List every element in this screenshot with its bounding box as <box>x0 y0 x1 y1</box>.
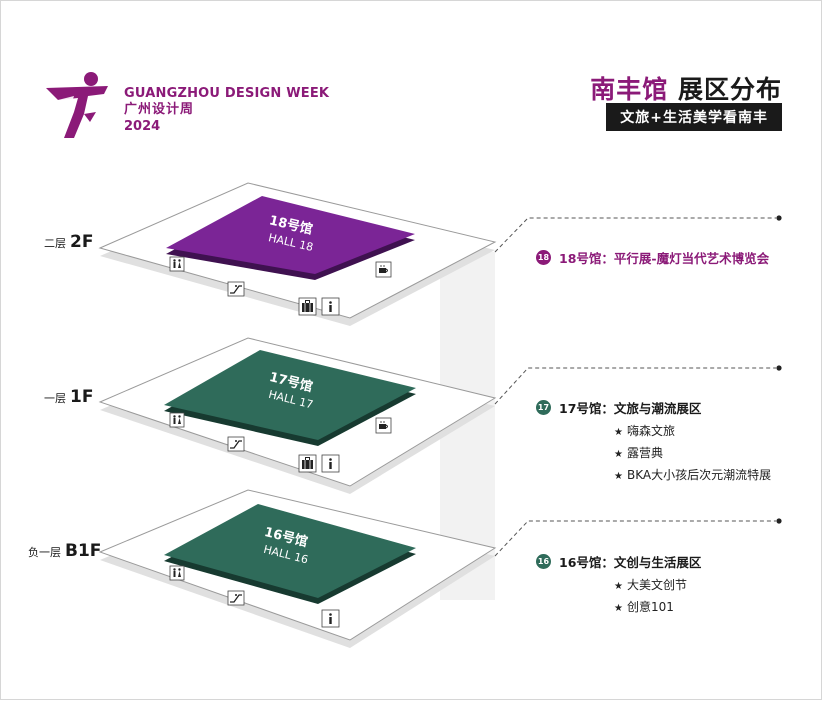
hall-16-info: 16 16号馆：文创与生活展区 ★大美文创节 ★创意101 <box>536 552 701 615</box>
floor-label-cn: 负一层 <box>28 546 61 559</box>
hall-title: 16号馆：文创与生活展区 <box>559 555 702 570</box>
leader-lines <box>494 217 776 557</box>
leader-dot <box>776 215 782 221</box>
list-item: ★露营典 <box>614 446 663 460</box>
floor-label-code: 1F <box>70 387 94 407</box>
list-item: ★创意101 <box>614 600 674 614</box>
logo-name-en: GUANGZHOU DESIGN WEEK <box>124 86 330 101</box>
hall-title: 18号馆：平行展-魔灯当代艺术博览会 <box>559 251 770 266</box>
hall-badge: 17 <box>536 400 551 415</box>
hall-17-info: 17 17号馆：文旅与潮流展区 ★嗨森文旅 ★露营典 ★BKA大小孩后次元潮流特… <box>536 398 771 483</box>
logo-year: 2024 <box>124 118 161 134</box>
info-icon <box>321 297 340 316</box>
list-item-label: 大美文创节 <box>626 578 687 592</box>
floor-label-cn: 二层 <box>44 237 66 250</box>
list-item: ★BKA大小孩后次元潮流特展 <box>614 468 772 482</box>
escalator-icon <box>227 436 245 452</box>
escalator-icon <box>227 281 245 297</box>
core-shaft <box>440 252 495 600</box>
gdw-logo-mark <box>46 72 108 138</box>
restroom-icon <box>169 256 185 272</box>
leader-dot <box>776 365 782 371</box>
hall-badge: 16 <box>536 554 551 569</box>
floor-label-code: 2F <box>70 232 94 252</box>
luggage-icon <box>298 297 317 316</box>
list-item: ★嗨森文旅 <box>614 424 675 438</box>
escalator-icon <box>227 590 245 606</box>
floor-label-2f: 二层 2F <box>44 232 93 252</box>
page-subtitle: 文旅+生活美学看南丰 <box>606 103 782 131</box>
floor-label-1f: 一层 1F <box>44 387 93 407</box>
list-item: ★大美文创节 <box>614 578 687 592</box>
hall-16-area[interactable] <box>164 504 416 598</box>
info-icon <box>321 454 340 473</box>
page-title: 南丰馆 展区分布 <box>590 70 782 106</box>
info-icon <box>321 609 340 628</box>
hall-17-area[interactable] <box>164 350 416 440</box>
list-item-label: 露营典 <box>626 446 663 460</box>
list-item-label: 嗨森文旅 <box>626 424 675 438</box>
list-item-label: 创意101 <box>626 600 674 614</box>
hall-badge: 18 <box>536 250 551 265</box>
hall-18-area[interactable] <box>166 196 415 274</box>
floor-1f: 17号馆 HALL 17 <box>98 337 497 494</box>
floor-label-cn: 一层 <box>44 392 66 405</box>
hall-18-info: 18 18号馆：平行展-魔灯当代艺术博览会 <box>536 248 769 267</box>
floor-label-code: B1F <box>65 541 102 561</box>
floor-b1f: 16号馆 HALL 16 <box>98 489 497 648</box>
title-accent: 南丰馆 <box>590 75 669 104</box>
cafe-icon <box>375 261 392 278</box>
title-rest: 展区分布 <box>677 75 782 104</box>
floor-2f: 18号馆 HALL 18 <box>98 182 497 326</box>
list-item-label: BKA大小孩后次元潮流特展 <box>626 468 772 482</box>
restroom-icon <box>169 412 185 428</box>
logo-name-cn: 广州设计周 <box>124 102 195 118</box>
floor-label-b1f: 负一层 B1F <box>28 541 101 561</box>
hall-title: 17号馆：文旅与潮流展区 <box>559 401 702 416</box>
cafe-icon <box>375 417 392 434</box>
leader-dot <box>776 518 782 524</box>
restroom-icon <box>169 565 185 581</box>
logo-text: GUANGZHOU DESIGN WEEK 广州设计周 2024 <box>124 86 329 135</box>
luggage-icon <box>298 454 317 473</box>
